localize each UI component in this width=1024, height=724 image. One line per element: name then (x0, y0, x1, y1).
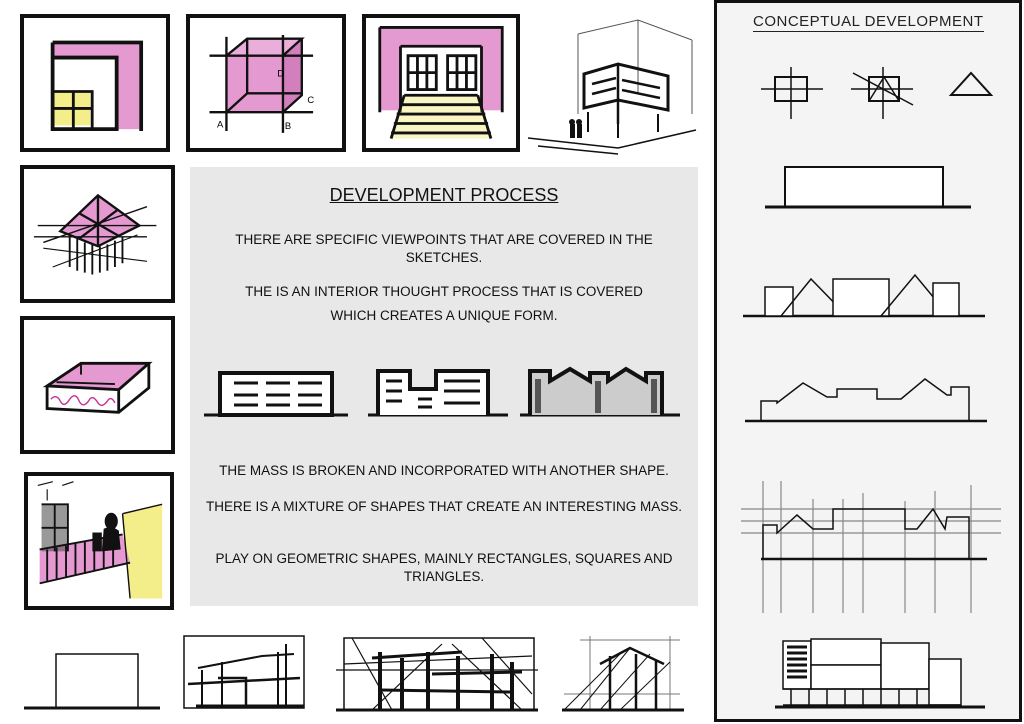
sketch-frame-cube: A B C D (186, 14, 346, 152)
mass-broken-text: THE MASS IS BROKEN AND INCORPORATED WITH… (219, 463, 669, 478)
balcony-person-sketch (37, 481, 163, 599)
stairs-sketch (378, 26, 504, 139)
viewpoints-text: THERE ARE SPECIFIC VIEWPOINTS THAT ARE C… (235, 232, 653, 265)
bottom-sketch-simple-box (24, 653, 160, 710)
conceptual-development-panel: CONCEPTUAL DEVELOPMENT (714, 0, 1022, 722)
concept-final-elevation (775, 638, 985, 709)
geometric-shapes-text: PLAY ON GEOMETRIC SHAPES, MAINLY RECTANG… (215, 551, 673, 584)
sketch-frame-stairs (362, 14, 520, 152)
mixture-shapes-text: THERE IS A MIXTURE OF SHAPES THAT CREATE… (205, 499, 683, 514)
concept-step-single-mass (765, 166, 971, 209)
unique-form-text: WHICH CREATES A UNIQUE FORM. (330, 308, 558, 323)
corner-room-sketch (50, 40, 144, 132)
label-a: A (217, 118, 224, 129)
bottom-sketch-dense-structure (336, 637, 538, 712)
corner-building-perspective-sketch (527, 19, 697, 155)
concept-step-broken-mass (743, 273, 985, 318)
label-b: B (285, 120, 291, 131)
sketch-frame-pink-box (20, 316, 175, 454)
mass-evolution-elevations (204, 366, 680, 417)
cube-sketch: A B C D (209, 34, 314, 133)
development-process-panel: DEVELOPMENT PROCESS THERE ARE SPECIFIC V… (190, 167, 698, 606)
conceptual-development-title: CONCEPTUAL DEVELOPMENT (753, 13, 984, 32)
interior-thought-text: THE IS AN INTERIOR THOUGHT PROCESS THAT … (245, 284, 643, 299)
sketch-frame-pyramid-roof (20, 165, 175, 303)
label-d: D (277, 67, 284, 78)
bottom-sketch-roof-lines (562, 636, 684, 712)
bottom-sketch-framed-section (183, 635, 305, 709)
label-c: C (307, 94, 314, 105)
sketch-frame-corner-room (20, 14, 170, 152)
pyramid-roof-sketch (33, 193, 157, 275)
basic-geometric-symbols (761, 67, 994, 119)
concept-step-combined-outline (745, 378, 987, 423)
development-process-title: DEVELOPMENT PROCESS (329, 185, 559, 205)
sketch-frame-balcony-person (24, 472, 174, 610)
pink-box-sketch (42, 361, 153, 414)
concept-step-grid-overlay (741, 481, 1001, 613)
